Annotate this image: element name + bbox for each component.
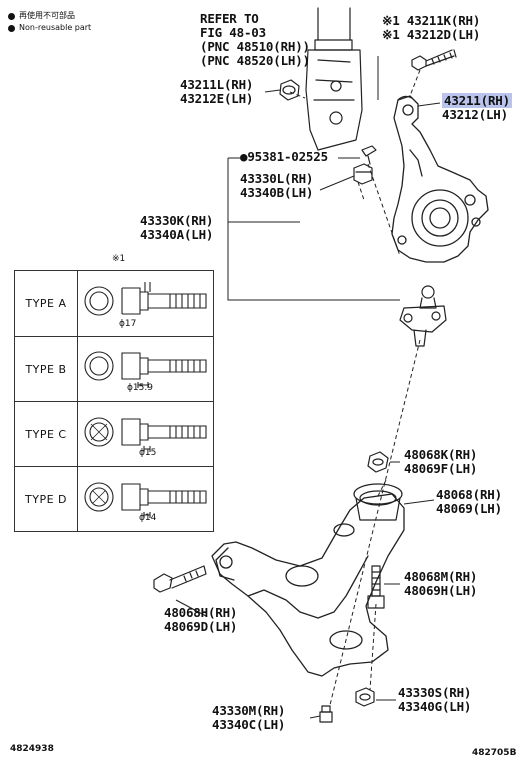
lower-control-arm: [211, 493, 405, 677]
type-label: TYPE C: [15, 402, 78, 467]
part-label-48068K[interactable]: 48068K(RH) 48069F(LH): [404, 447, 478, 476]
type-row-a: TYPE A ϕ17: [15, 271, 213, 336]
leader-43330K: [227, 158, 400, 301]
steering-knuckle: [391, 95, 489, 263]
type-dimension: ϕ17: [119, 319, 137, 329]
type-row-d: TYPE D ϕ14: [15, 466, 213, 532]
part-label-43330S[interactable]: 43330S(RH) 43340G(LH): [398, 685, 472, 714]
bolt-43211K: [411, 49, 457, 71]
stud-type-a: [84, 282, 207, 316]
type-row-c: TYPE C ϕ15: [15, 401, 213, 467]
part-label-48068[interactable]: 48068(RH) 48069(LH): [436, 487, 502, 516]
nut-43330S: [355, 687, 375, 707]
part-label-95381[interactable]: ●95381-02525: [240, 149, 328, 164]
refer-note: REFER TO FIG 48-03 (PNC 48510(RH)) (PNC …: [200, 11, 310, 68]
part-label-43211[interactable]: 43211(RH) 43212(LH): [442, 93, 512, 122]
part-label-43330K[interactable]: 43330K(RH) 43340A(LH): [140, 213, 214, 242]
bolt-43330M: [319, 705, 333, 723]
filled-circle-icon: [8, 24, 15, 32]
bolt-48068H: [153, 565, 207, 593]
part-label-43330L[interactable]: 43330L(RH) 43340B(LH): [240, 171, 314, 200]
castle-nut-43330L: [353, 163, 373, 185]
type-dimension: ϕ14: [139, 513, 157, 523]
ball-joint: [399, 285, 447, 347]
highlighted-part-number: 43211(RH): [442, 93, 512, 108]
type-table-drawings: [84, 282, 207, 518]
footer-left-code: 4824938: [10, 744, 54, 754]
cotter-pin: [361, 145, 377, 165]
part-label-48068M[interactable]: 48068M(RH) 48069H(LH): [404, 569, 478, 598]
type-label: TYPE D: [15, 467, 78, 532]
type-dimension: ϕ15: [139, 448, 157, 458]
part-label-48068H[interactable]: 48068H(RH) 48069D(LH): [164, 605, 238, 634]
legend-item-non-reusable-en: Non-reusable part: [8, 22, 91, 34]
strut-assembly: [305, 7, 363, 151]
hex-nut-43211L: [279, 79, 300, 101]
part-label-43211K[interactable]: ※1 43211K(RH) ※1 43212D(LH): [382, 13, 481, 42]
nut-48068K: [367, 451, 389, 473]
type-label: TYPE A: [15, 271, 78, 336]
filled-circle-icon: [8, 12, 15, 20]
type-label: TYPE B: [15, 337, 78, 402]
part-label-43211L[interactable]: 43211L(RH) 43212E(LH): [180, 77, 254, 106]
type-table-ref-mark: ※1: [112, 254, 126, 264]
type-dimension: ϕ15.9: [127, 383, 153, 393]
stud-type-table: TYPE A ϕ17 TYPE B ϕ15.9 TYPE C ϕ15 TYPE …: [14, 270, 214, 532]
legend: 再使用不可部品 Non-reusable part: [8, 10, 91, 34]
stud-type-b: [84, 351, 207, 388]
stud-type-c: [84, 417, 207, 452]
stud-type-d: [84, 482, 207, 518]
part-label-43330M[interactable]: 43330M(RH) 43340C(LH): [212, 703, 286, 732]
legend-item-non-reusable-jp: 再使用不可部品: [8, 10, 91, 22]
lower-arm-bushing: [353, 483, 403, 521]
type-row-b: TYPE B ϕ15.9: [15, 336, 213, 402]
footer-right-code: 482705B: [472, 748, 517, 758]
bolt-48068M: [367, 565, 385, 609]
